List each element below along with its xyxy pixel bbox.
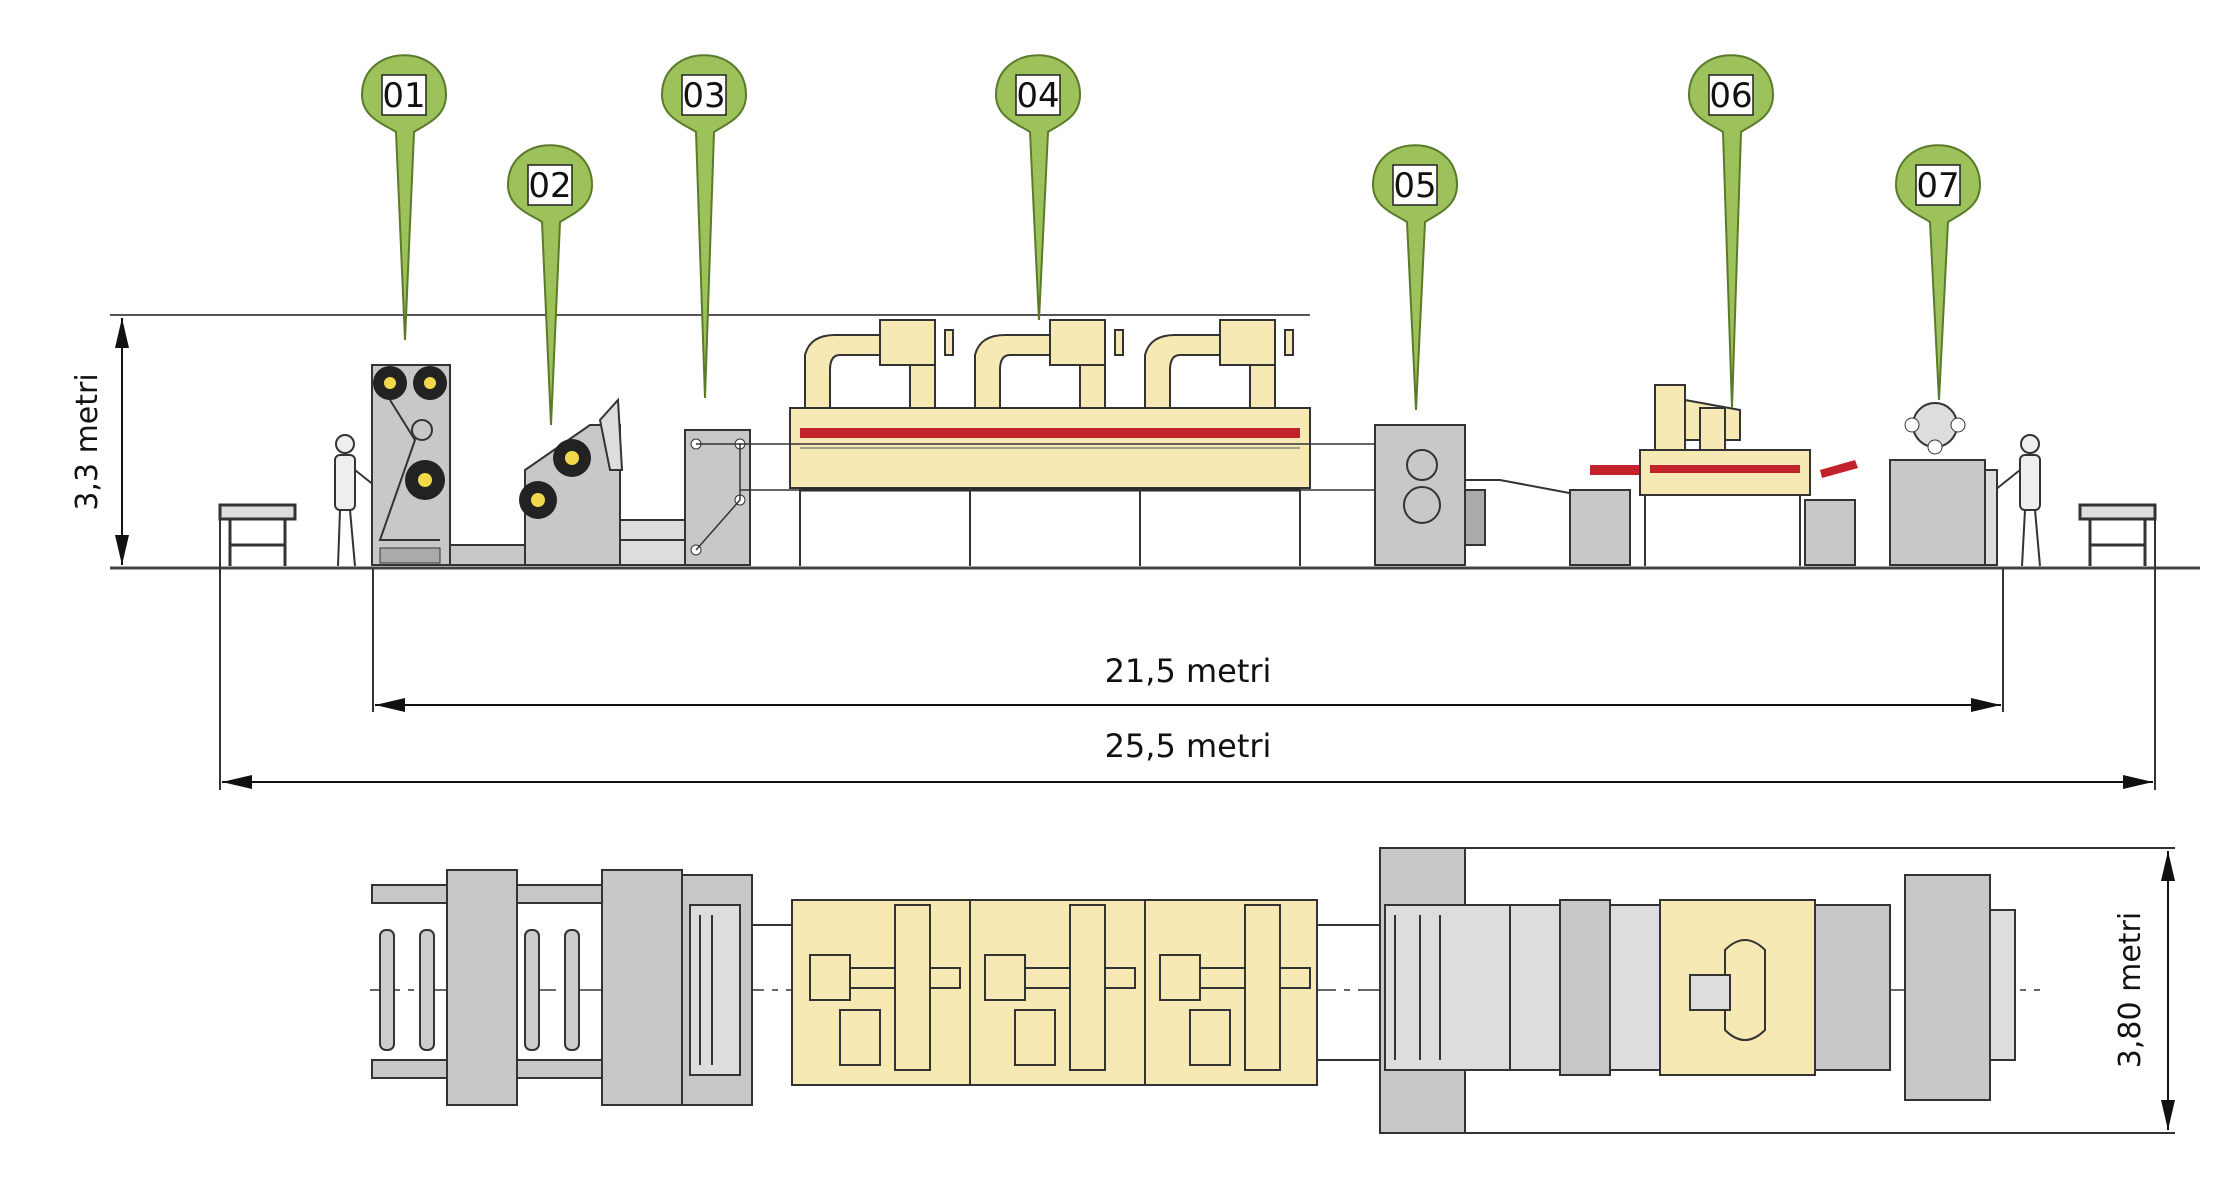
marker-04: 04 [994, 54, 1082, 321]
operator-right [1994, 434, 2041, 567]
side-view: 3,3 metri 21,5 metri 25,5 metri [70, 314, 2200, 790]
plan-oven-section [791, 899, 1318, 1086]
station-markers: 01 02 03 04 05 06 07 [360, 54, 1982, 426]
station-06-unit [1569, 384, 1858, 566]
station-05-laminator [1374, 424, 1486, 566]
station-04-oven [789, 319, 1311, 566]
plan-rewind-section [1379, 847, 2175, 1134]
station-01-unwinder [371, 364, 451, 566]
left-table [218, 503, 297, 566]
plan-unwind-section [371, 869, 753, 1106]
marker-02: 02 [506, 144, 594, 426]
station-03-tension-unit [684, 429, 751, 566]
marker-02-label: 02 [528, 166, 571, 206]
inner-length-label: 21,5 metri [1105, 652, 1272, 690]
base-01-02 [449, 544, 526, 566]
marker-07: 07 [1894, 144, 1982, 401]
marker-06-label: 06 [1709, 76, 1752, 116]
station-07-rewinder [1804, 402, 1998, 566]
marker-03-label: 03 [682, 76, 725, 116]
marker-06: 06 [1687, 54, 1775, 409]
marker-01: 01 [360, 54, 448, 341]
total-length-label: 25,5 metri [1105, 727, 1272, 765]
marker-07-label: 07 [1916, 166, 1959, 206]
marker-01-label: 01 [382, 76, 425, 116]
marker-03: 03 [660, 54, 748, 399]
operator-left [334, 434, 381, 567]
plan-view: 3,80 metri [370, 847, 2175, 1134]
web-line-05-06 [1465, 479, 1581, 496]
height-dimension-label: 3,3 metri [70, 373, 105, 510]
marker-05: 05 [1371, 144, 1459, 411]
width-dimension-label: 3,80 metri [2113, 912, 2148, 1068]
marker-05-label: 05 [1393, 166, 1436, 206]
station-02-unwinder [519, 397, 686, 566]
right-table [2078, 503, 2157, 566]
marker-04-label: 04 [1016, 76, 1059, 116]
